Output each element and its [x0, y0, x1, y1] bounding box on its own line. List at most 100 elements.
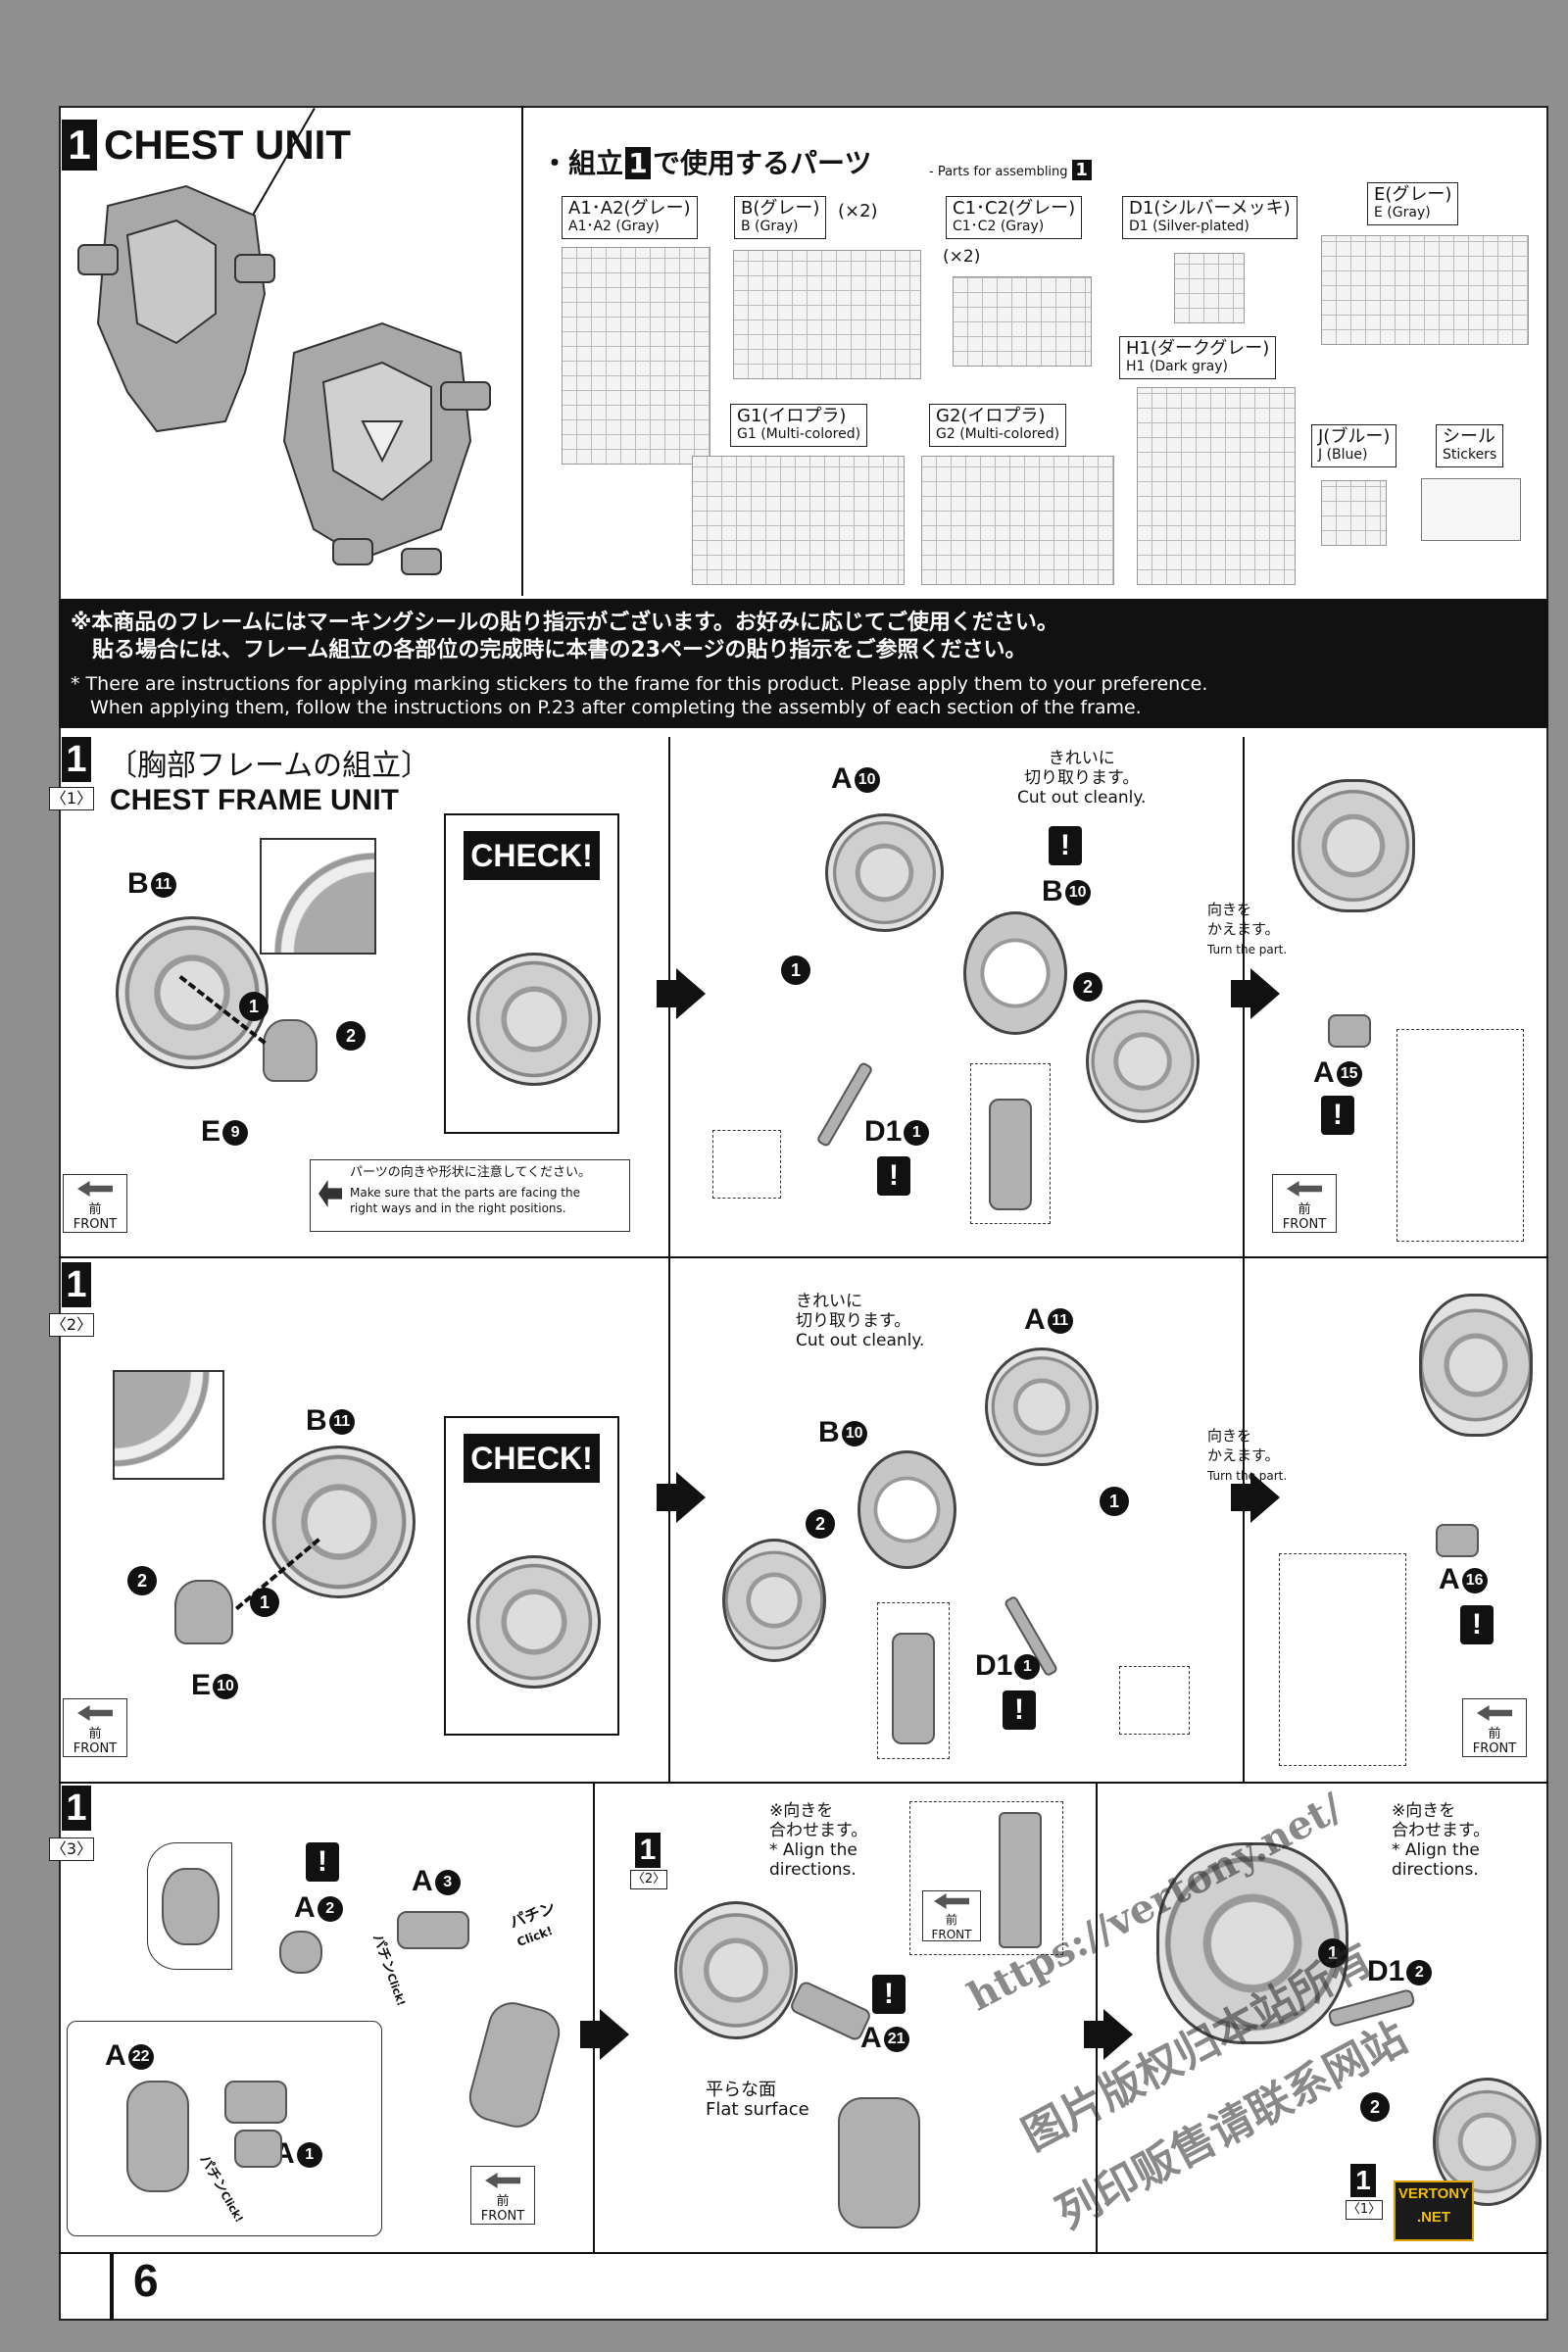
tire-side-view [989, 1099, 1032, 1210]
part-b10-tire [963, 911, 1067, 1035]
substep-tab: 〈1〉 [49, 787, 94, 810]
front-arrow-icon [485, 2173, 520, 2188]
part-chest-assembly [674, 1901, 798, 2039]
runner-a1-a2-image [562, 247, 710, 465]
detail-box [712, 1130, 781, 1199]
caution-icon: ! [1003, 1690, 1036, 1730]
substep-tab: 〈2〉 [49, 1313, 94, 1337]
part-qty-c: (×2) [943, 247, 981, 267]
zoom-detail [113, 1370, 224, 1480]
step-bullet-2: 2 [336, 1021, 366, 1051]
divider [110, 2254, 114, 2321]
turn-note-jp2: かえます。 [1207, 1446, 1280, 1464]
zoom-detail [260, 838, 376, 955]
runner-e-image [1321, 235, 1529, 345]
cut-note-jp2: 切り取ります。 [1024, 768, 1140, 788]
part-a2 [279, 1931, 322, 1974]
part-label-h1: H1(ダークグレー)H1 (Dark gray) [1119, 336, 1277, 379]
part-rotated-unit [1292, 779, 1415, 912]
click-en: Click! [218, 2188, 246, 2226]
turn-note-jp2: かえます。 [1207, 920, 1280, 938]
step-number: 1 [62, 737, 91, 782]
next-arrow-icon [657, 968, 706, 1019]
reference-step-number: 1 [1350, 2164, 1376, 2197]
section-number: 1 [62, 120, 97, 171]
caution-box: パーツの向きや形状に注意してください。 Make sure that the p… [310, 1159, 630, 1232]
part-label-j: J(ブルー)J (Blue) [1311, 424, 1397, 467]
parts-heading-en-number: 1 [1071, 160, 1092, 180]
runner-g1-image [692, 456, 905, 585]
part-a15 [1328, 1014, 1371, 1048]
turn-note-en: Turn the part. [1207, 1469, 1288, 1483]
part-label-c1-c2: C1･C2(グレー)C1･C2 (Gray) [946, 196, 1083, 239]
step-number: 1 [62, 1262, 91, 1307]
part-label-d1: D1(シルバーメッキ)D1 (Silver-plated) [1122, 196, 1298, 239]
runner-j-image [1321, 480, 1387, 546]
flat-surface-jp: 平らな面 [706, 2080, 776, 2100]
part-a3 [397, 1911, 469, 1949]
parts-heading: ・組立 [541, 147, 624, 179]
runner-b-image [733, 250, 921, 379]
cut-note-jp2: 切り取ります。 [796, 1311, 911, 1331]
substep-tab: 〈3〉 [49, 1838, 94, 1861]
step-bullet-1: 1 [239, 992, 269, 1021]
click-jp: パチン [196, 2152, 231, 2196]
notice-jp-line2: 貼る場合には、フレーム組立の各部位の完成時に本書の23ページの貼り指示をご参照く… [92, 638, 1027, 662]
front-arrow-icon [77, 1181, 113, 1197]
detail-box [1396, 1029, 1524, 1242]
divider [593, 1784, 595, 2252]
turn-note-en: Turn the part. [1207, 943, 1288, 956]
part-rotated-unit [1419, 1294, 1533, 1437]
part-ring-unit [1086, 1000, 1200, 1123]
front-arrow-icon [1477, 1705, 1512, 1721]
part-label-e: E(グレー)E (Gray) [1367, 182, 1459, 225]
step-bullet-2: 2 [1073, 972, 1102, 1002]
caution-en-2: right ways and in the right positions. [350, 1201, 566, 1215]
notice-jp-line1: ※本商品のフレームにはマーキングシールの貼り指示がございます。お好みに応じてご使… [71, 611, 1058, 635]
divider [1243, 1258, 1245, 1782]
align-note-en2: directions. [1392, 1860, 1479, 1880]
front-arrow-icon [77, 1705, 113, 1721]
next-arrow-icon [1084, 2009, 1133, 2060]
tire-side-view [892, 1633, 935, 1744]
step-bullet-2: 2 [806, 1509, 835, 1539]
cut-note-en: Cut out cleanly. [796, 1331, 925, 1350]
divider [59, 1256, 1548, 1258]
chest-unit-illustration [77, 184, 491, 575]
align-note-jp1: ※向きを [769, 1801, 834, 1821]
turn-note-jp1: 向きを [1207, 1427, 1252, 1445]
cut-note-jp1: きれいに [1048, 749, 1115, 768]
part-label-a1-a2: A1･A2(グレー)A1･A2 (Gray) [562, 196, 698, 239]
detail-box [970, 1063, 1051, 1224]
step-bullet-1: 1 [1318, 1938, 1348, 1968]
zoom-detail [147, 1842, 232, 1970]
check-part-image [467, 1555, 601, 1689]
part-label-g2: G2(イロプラ)G2 (Multi-colored) [929, 404, 1067, 447]
notice-en-line1: * There are instructions for applying ma… [71, 673, 1208, 695]
align-note-en1: * Align the [769, 1840, 858, 1860]
flat-surface-en: Flat surface [706, 2099, 809, 2120]
align-note-jp2: 合わせます。 [769, 1821, 868, 1840]
caution-icon: ! [1460, 1605, 1494, 1644]
next-arrow-icon [580, 2009, 629, 2060]
step-bullet-2: 2 [127, 1566, 157, 1595]
step-number: 1 [62, 1786, 91, 1831]
align-note-en2: directions. [769, 1860, 857, 1880]
reference-substep-tab: 〈1〉 [1346, 2200, 1383, 2220]
front-arrow-icon [1287, 1181, 1322, 1197]
turn-note-jp1: 向きを [1207, 901, 1252, 918]
watermark-badge: VERTONY.NET [1394, 2180, 1474, 2241]
part-label-g1: G1(イロプラ)G1 (Multi-colored) [730, 404, 868, 447]
part-b11-ring [263, 1446, 416, 1598]
